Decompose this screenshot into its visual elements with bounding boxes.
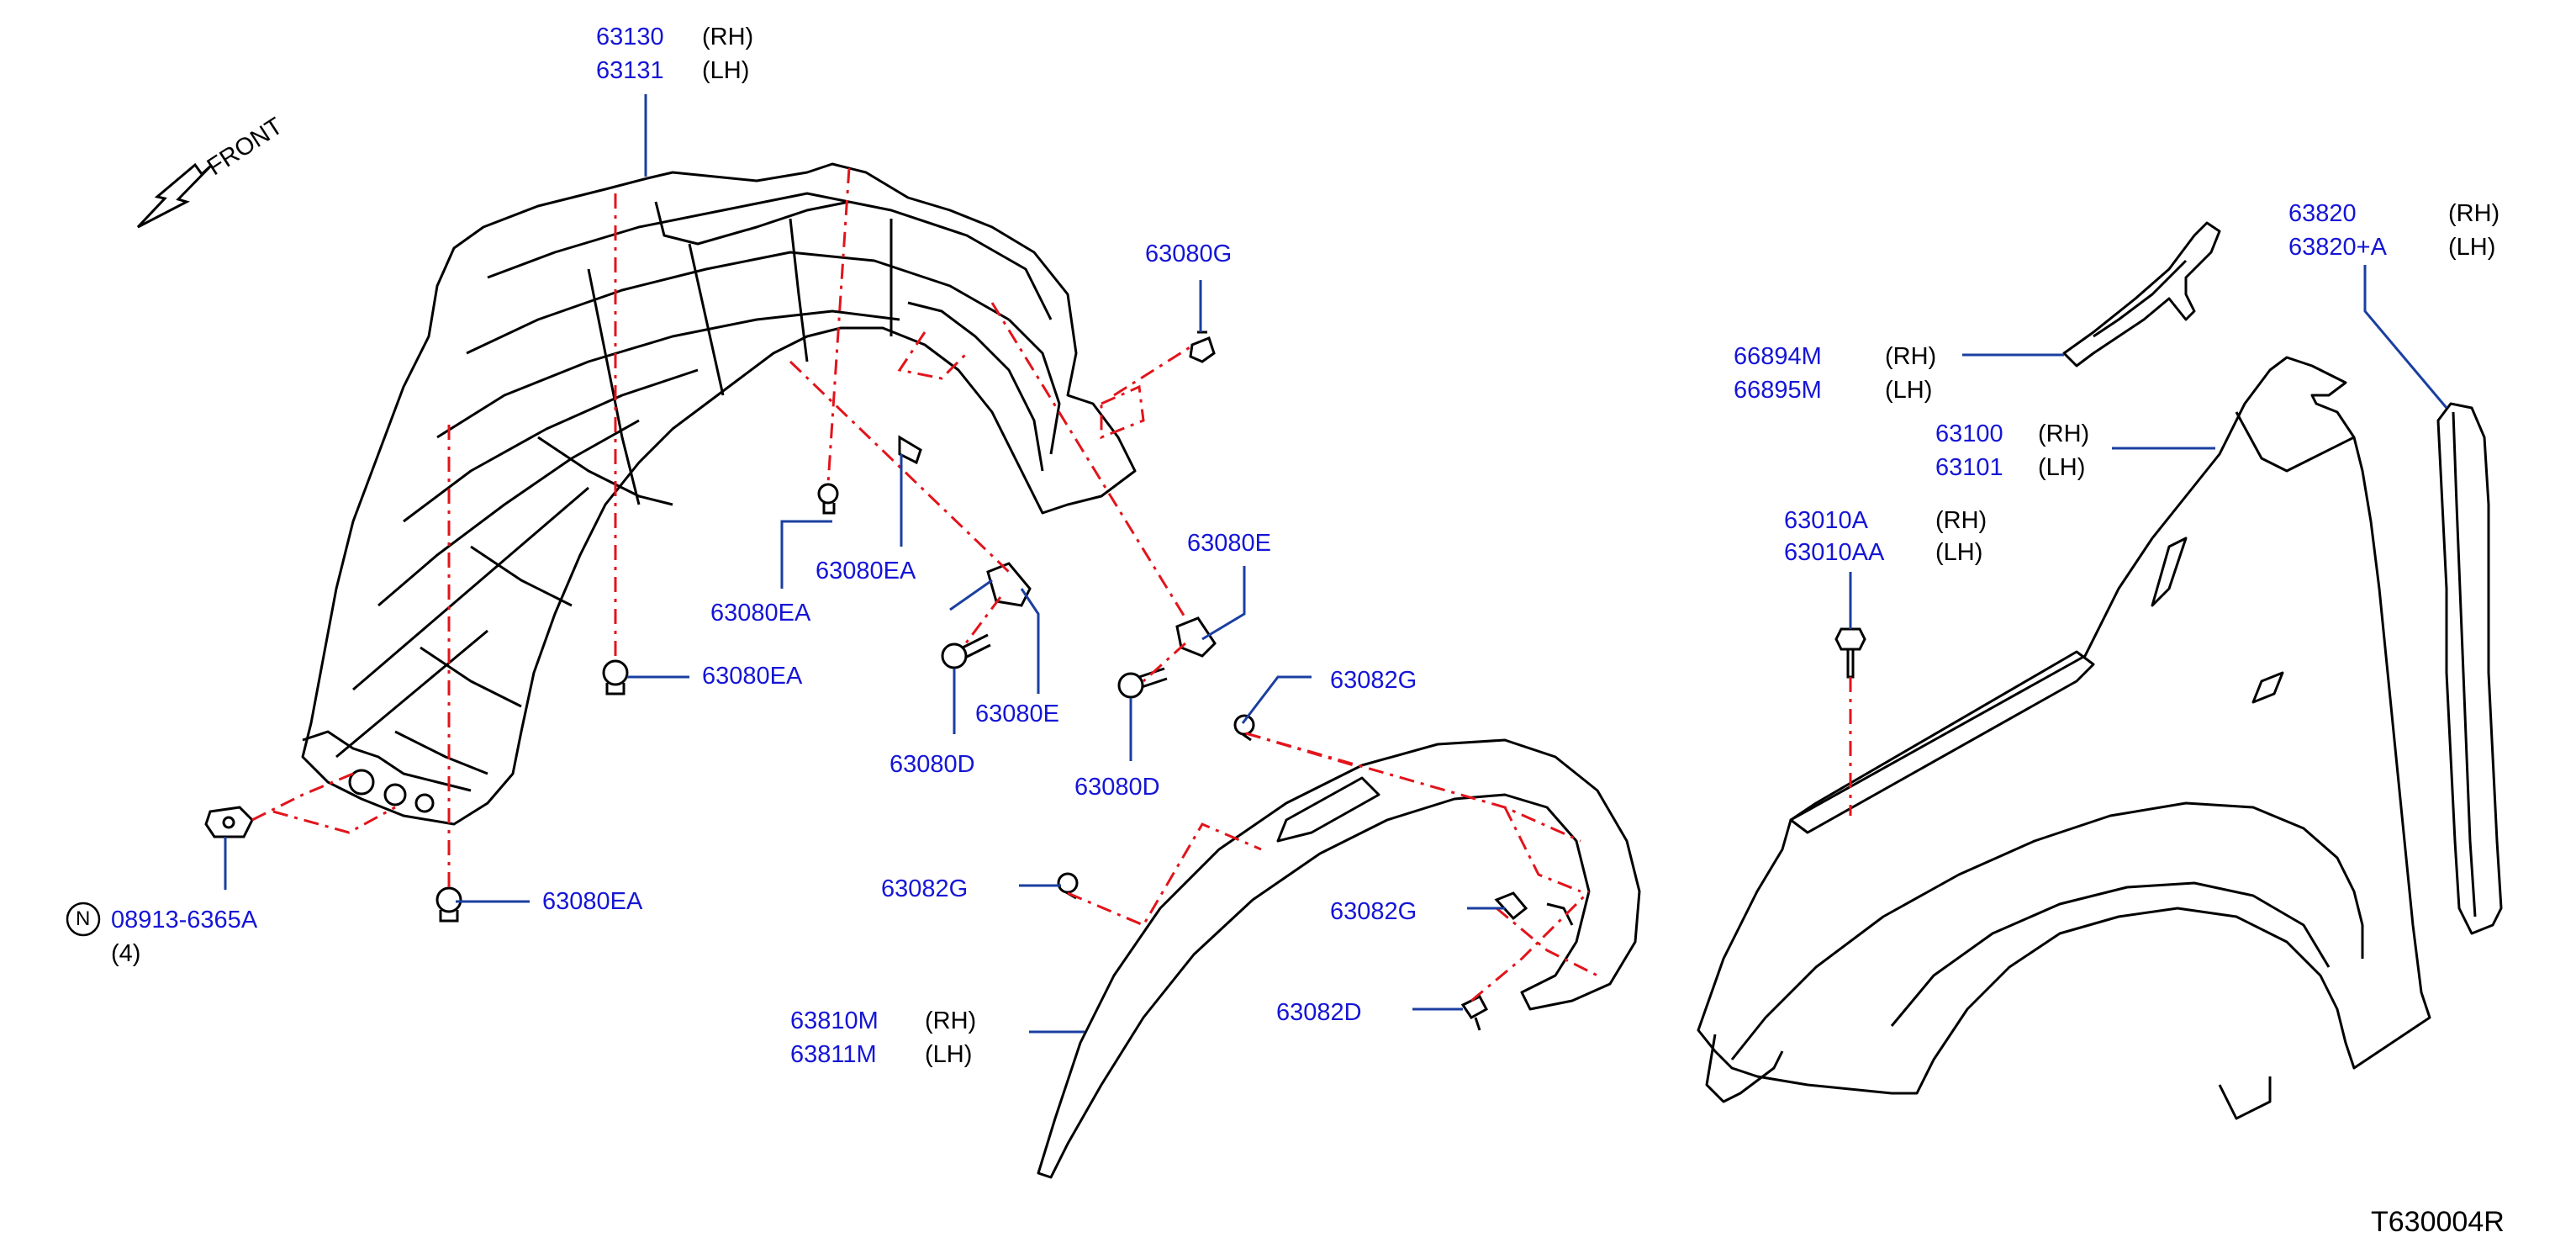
callout-63082d: 63082D — [1276, 999, 1362, 1026]
notice-marker-letter: N — [76, 907, 91, 930]
bolt-63010a-icon — [1834, 627, 1866, 679]
callout-66894m: 66894M — [1734, 343, 1822, 370]
callout-63131: 63131 — [596, 57, 664, 84]
clip-63080e-lower-icon — [1175, 616, 1217, 658]
wheel-arch-moulding — [1037, 738, 1641, 1179]
fender-panel — [1697, 356, 2431, 1120]
front-arrow-icon — [136, 162, 214, 229]
callout-63820-side: (RH) — [2448, 200, 2500, 227]
callout-63010a-side: (RH) — [1935, 507, 1987, 534]
callout-nut-qty: (4) — [111, 940, 141, 967]
callout-08913-6365a: 08913-6365A — [111, 907, 258, 933]
callout-66894m-side: (RH) — [1885, 343, 1937, 370]
callout-63082g-right: 63082G — [1330, 898, 1417, 925]
callout-63810m-side: (RH) — [925, 1007, 977, 1034]
fender-seal — [2436, 402, 2503, 935]
wheelhouse-liner — [301, 162, 1137, 826]
callout-63820: 63820 — [2288, 200, 2357, 227]
installation-dash-lines — [251, 167, 1852, 1002]
nut-08913-icon — [204, 806, 254, 838]
fasteners — [204, 331, 1866, 1031]
callout-63131-side: (LH) — [702, 57, 750, 84]
callout-63130: 63130 — [596, 24, 664, 50]
fender-bracket — [2062, 221, 2221, 368]
callout-63820a: 63820+A — [2288, 234, 2387, 261]
clip-63080ea-mid-icon — [898, 435, 922, 465]
leader-lines — [224, 94, 2448, 1034]
clip-63080ea-right-icon — [602, 659, 629, 695]
callout-63080d-left: 63080D — [889, 751, 975, 778]
clip-63082g-right-icon — [1494, 891, 1528, 921]
callout-63810m: 63810M — [790, 1007, 879, 1034]
callout-63100-side: (RH) — [2038, 420, 2090, 447]
clip-63082g-top-icon — [1233, 714, 1255, 742]
clip-63080g-icon — [1189, 331, 1216, 363]
clip-63082d-icon — [1460, 995, 1489, 1031]
callout-63811m-side: (LH) — [925, 1041, 973, 1068]
notice-marker-icon — [66, 902, 101, 937]
clip-63080ea-top-icon — [817, 483, 839, 515]
callout-63080e-lower: 63080E — [975, 701, 1059, 727]
callout-63080e-upper: 63080E — [1187, 530, 1271, 557]
callout-63820a-side: (LH) — [2448, 234, 2496, 261]
callout-63080ea-bottom: 63080EA — [542, 888, 643, 915]
callout-63010a: 63010A — [1784, 507, 1868, 534]
callout-63101-side: (LH) — [2038, 454, 2086, 481]
callout-63080g: 63080G — [1145, 241, 1233, 267]
callout-66895m-side: (LH) — [1885, 377, 1933, 404]
callout-66895m: 66895M — [1734, 377, 1822, 404]
callout-63010aa-side: (LH) — [1935, 539, 1983, 566]
callout-63080ea-right: 63080EA — [702, 663, 803, 690]
callout-63082g-top: 63082G — [1330, 667, 1417, 694]
callout-63811m: 63811M — [790, 1041, 877, 1068]
callout-63130-side: (RH) — [702, 24, 754, 50]
callout-63080ea-top: 63080EA — [710, 600, 811, 627]
callout-63082g-left: 63082G — [881, 875, 969, 902]
bolt-63080d-left-icon — [941, 633, 991, 669]
clip-63080e-icon — [986, 562, 1032, 607]
callout-63010aa: 63010AA — [1784, 539, 1885, 566]
callout-63080d-right: 63080D — [1074, 774, 1160, 801]
callout-63080ea-mid: 63080EA — [816, 558, 916, 584]
drawing-code: T630004R — [2371, 1206, 2505, 1238]
callout-63100: 63100 — [1935, 420, 2003, 447]
callout-63101: 63101 — [1935, 454, 2003, 481]
clip-63080ea-bottom-icon — [435, 886, 462, 923]
bolt-63080d-right-icon — [1117, 667, 1168, 699]
